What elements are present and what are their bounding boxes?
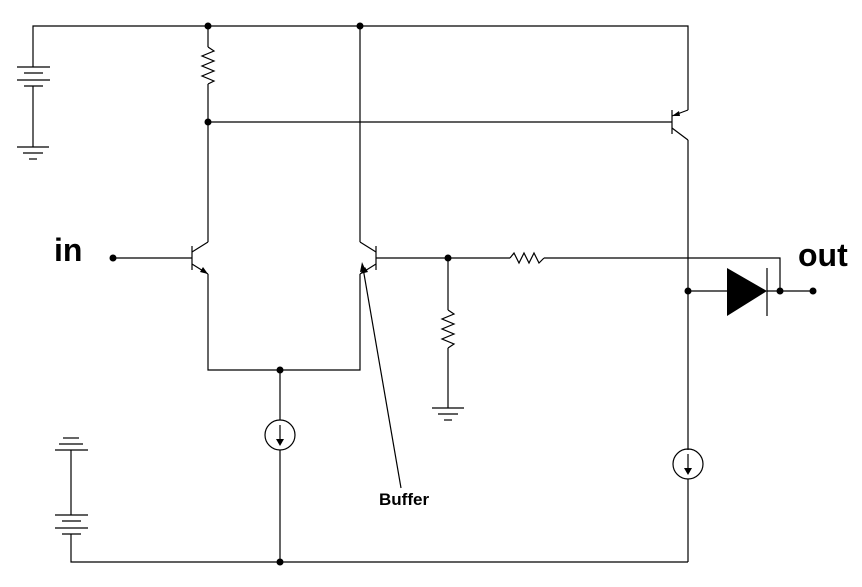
output-label: out	[798, 237, 848, 273]
bottom-rail	[70, 540, 688, 563]
buffer-label: Buffer	[379, 490, 430, 509]
buffer-transistor-right	[359, 241, 448, 275]
input-transistor-left	[113, 241, 361, 371]
battery-top-left	[17, 49, 50, 147]
resistor-vertical	[440, 258, 456, 408]
buffer-pointer-arrow	[360, 262, 366, 272]
current-source-left	[264, 370, 296, 562]
input-label: in	[54, 232, 83, 268]
current-source-right	[672, 448, 704, 562]
ground-symbol-middle	[432, 407, 464, 421]
junction-dots	[109, 22, 817, 566]
output-diode	[688, 268, 813, 316]
battery-bottom-left	[55, 437, 88, 540]
ground-symbol-left	[17, 146, 49, 160]
buffer-pointer-line	[362, 267, 402, 489]
output-transistor	[671, 109, 689, 450]
resistor-horizontal	[448, 251, 781, 291]
resistor-top	[200, 26, 216, 242]
